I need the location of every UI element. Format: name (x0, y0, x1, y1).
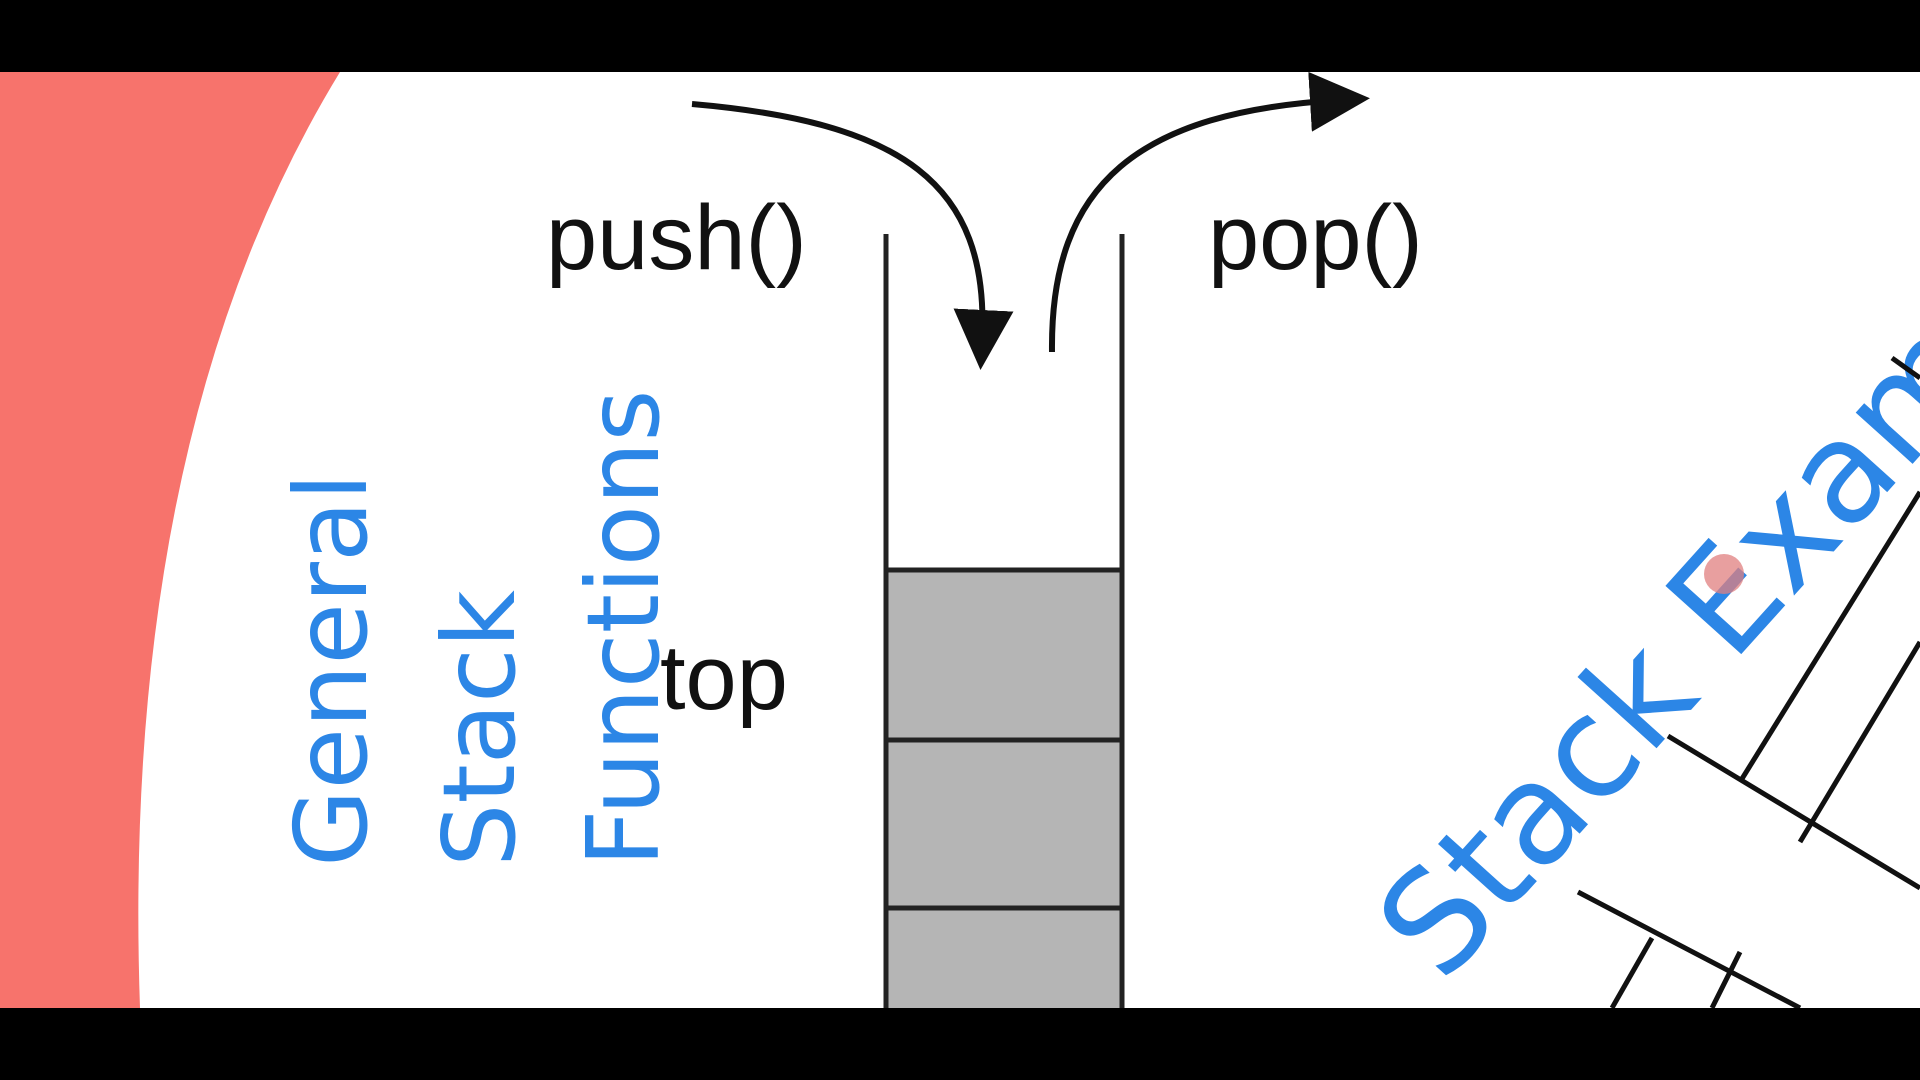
neighbor-line-3 (1797, 640, 1920, 844)
coral-arc-shape (0, 72, 340, 1008)
stack-slot-3 (886, 570, 1122, 740)
neighbor-diagram-lines (1576, 355, 1920, 1008)
push-label: push() (546, 187, 807, 289)
stack-slot-2 (886, 740, 1122, 908)
slide-canvas: General Stack Functions (0, 72, 1920, 1008)
top-label: top (660, 627, 788, 729)
neighbor-line-2 (1737, 490, 1920, 784)
neighbor-line-6 (1609, 936, 1655, 1008)
pop-arrow (1048, 72, 1370, 353)
pop-label: pop() (1208, 187, 1423, 289)
stack-diagram (691, 72, 1370, 1008)
coral-arc-decoration (0, 72, 340, 1008)
cursor-dot (1704, 554, 1744, 594)
push-arrow (691, 101, 1014, 370)
neighbor-line-7 (1709, 950, 1743, 1008)
neighbor-line-5 (1576, 889, 1802, 1008)
neighbor-line-4 (1666, 733, 1920, 891)
neighbor-line-1 (1890, 355, 1920, 381)
stack-slot-1 (886, 908, 1122, 1008)
